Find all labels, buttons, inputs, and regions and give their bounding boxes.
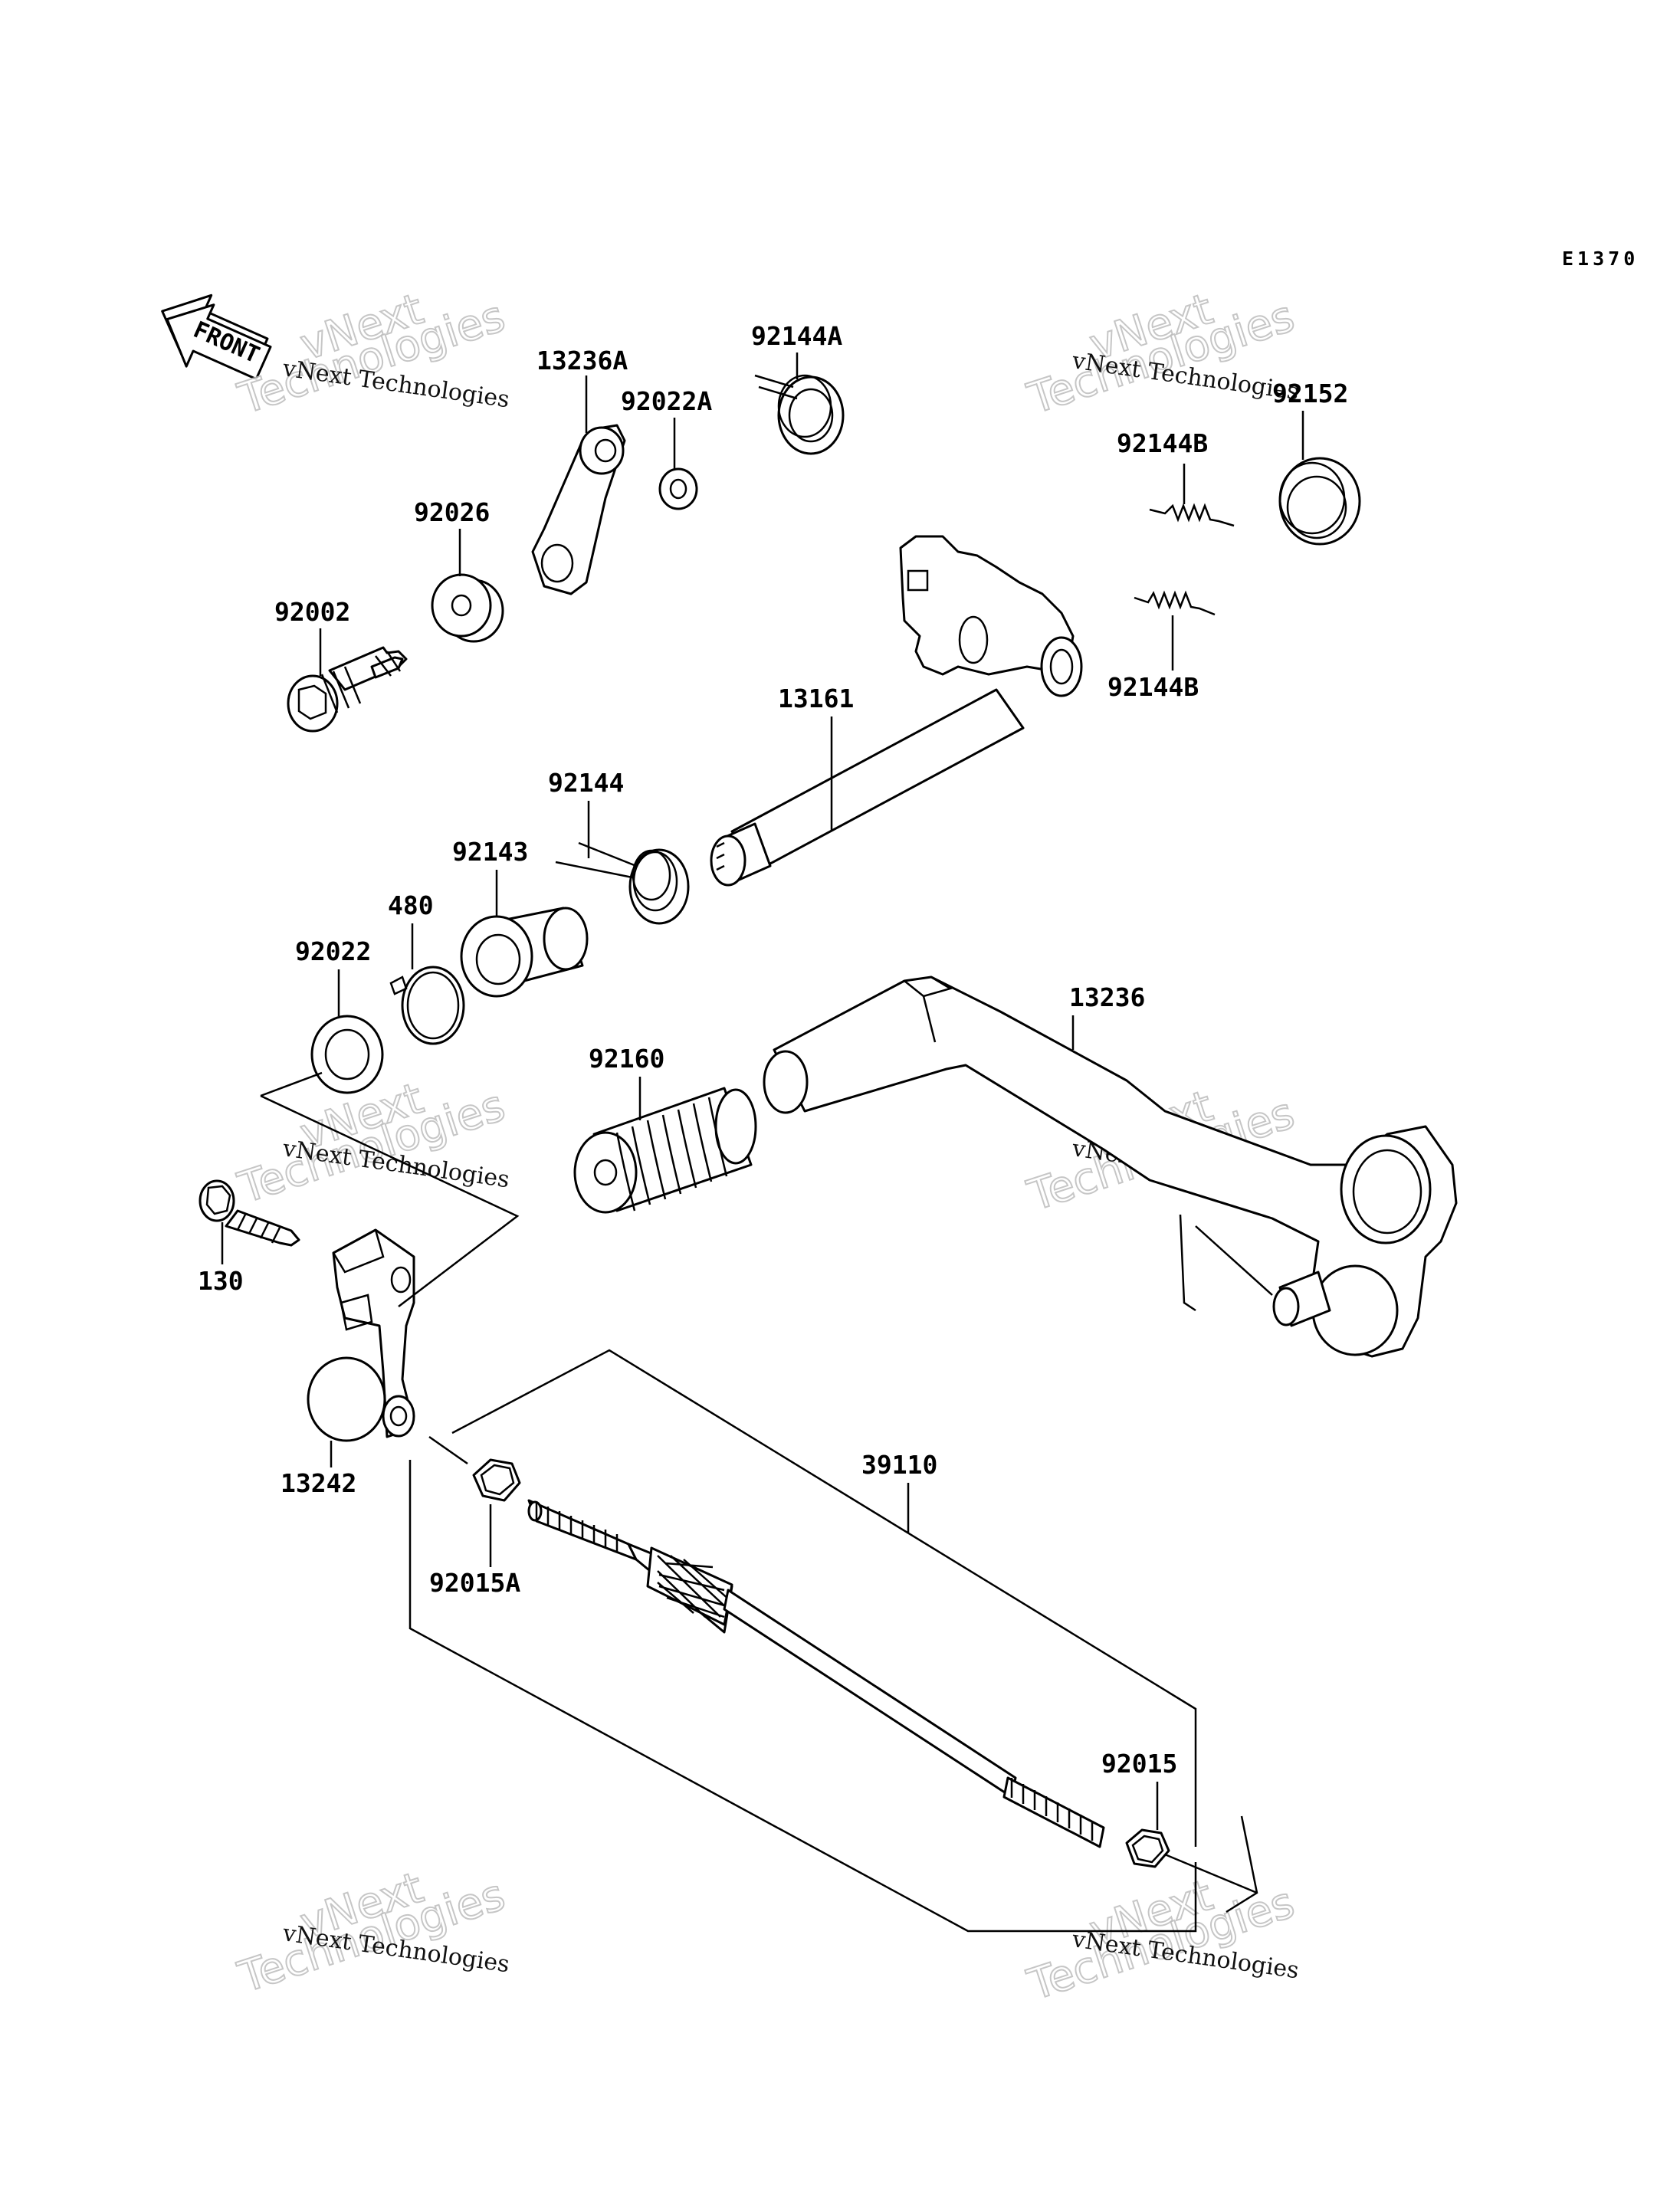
callout-13242: 13242 — [281, 1468, 356, 1498]
lever-13242 — [307, 1228, 415, 1442]
callout-130: 130 — [198, 1266, 244, 1296]
callout-92160: 92160 — [589, 1044, 664, 1074]
callout-92143: 92143 — [452, 837, 528, 867]
callout-92026: 92026 — [414, 497, 490, 527]
collar-92143 — [460, 907, 589, 998]
diagram-code: E1370 — [1562, 248, 1639, 270]
nut-92015 — [1125, 1828, 1170, 1868]
bolt-92002 — [287, 646, 408, 733]
callout-92152: 92152 — [1272, 379, 1348, 408]
callout-92144: 92144 — [548, 768, 624, 798]
callout-13236: 13236 — [1069, 982, 1145, 1012]
shift-pedal-13236 — [763, 976, 1458, 1358]
spring-92144b-top — [1149, 503, 1235, 527]
pedal-rubber-92160 — [573, 1087, 757, 1214]
callout-92144b-bottom: 92144B — [1107, 672, 1199, 702]
shift-shaft-13161 — [710, 535, 1083, 887]
bolt-130 — [199, 1179, 300, 1247]
circlip-480 — [389, 966, 465, 1045]
collar-92152 — [1278, 457, 1361, 546]
nut-92015a — [472, 1458, 521, 1502]
callout-labels: 92144A 13236A 92022A 92152 92144B 92026 … — [198, 321, 1348, 1779]
callout-92144b-top: 92144B — [1117, 428, 1208, 458]
lever-plate-13236a — [531, 424, 626, 595]
callout-92022: 92022 — [295, 936, 371, 966]
washer-92022 — [310, 1015, 384, 1094]
callout-39110: 39110 — [861, 1450, 937, 1480]
callout-92002: 92002 — [274, 597, 350, 627]
spring-92144a — [754, 374, 845, 455]
callout-13161: 13161 — [778, 684, 854, 713]
spring-92144b-bottom — [1134, 590, 1216, 616]
spring-92144 — [555, 841, 690, 925]
callout-480: 480 — [388, 890, 434, 920]
callout-92015: 92015 — [1101, 1749, 1177, 1779]
collar-92026 — [431, 573, 504, 643]
washer-92022a — [658, 467, 698, 510]
watermark-top-left: Technologies vNext vNext Technologies — [231, 284, 511, 425]
callout-92144a: 92144A — [751, 321, 842, 351]
rod-39110 — [527, 1499, 1105, 1848]
callout-13236a: 13236A — [536, 346, 628, 375]
watermark-bottom-left: Technologies vNext vNext Technologies — [231, 1862, 511, 2004]
callout-92022a: 92022A — [621, 386, 712, 416]
watermark-mid-left: Technologies vNext vNext Technologies — [231, 1073, 511, 1215]
watermark-top-right: Technologies vNext vNext Technologies — [1021, 284, 1301, 425]
callout-92015a: 92015A — [429, 1568, 520, 1598]
leader-lines — [221, 353, 1304, 1933]
watermark-bottom-right: Technologies vNext vNext Technologies — [1021, 1870, 1301, 2012]
